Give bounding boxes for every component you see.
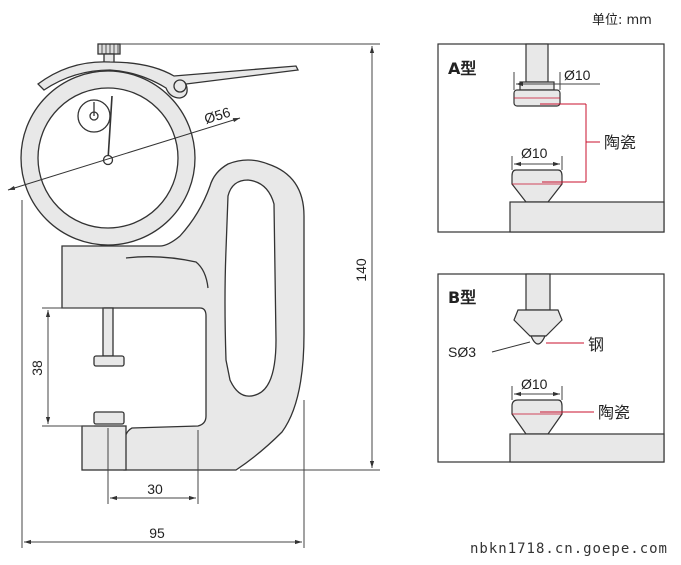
frame-window xyxy=(224,179,277,397)
spindle xyxy=(102,307,114,357)
a-base-plate xyxy=(509,201,665,233)
panel-a: A型 Ø10 Ø10 陶瓷 xyxy=(437,43,665,233)
anvil-base xyxy=(81,425,127,471)
a-ceramic-label: 陶瓷 xyxy=(604,133,636,152)
panel-a-title: A型 xyxy=(448,59,476,78)
a-upper-stem xyxy=(525,43,549,83)
frame-contour xyxy=(125,256,209,289)
top-knob xyxy=(97,43,121,55)
dial-diameter-label: Ø56 xyxy=(202,104,232,127)
b-steel-label: 钢 xyxy=(588,335,604,354)
b-upper-cone xyxy=(513,309,563,337)
footer-watermark: nbkn1718.cn.goepe.com xyxy=(470,541,668,557)
throat-dim-label: 30 xyxy=(147,481,163,497)
panel-b-title: B型 xyxy=(448,288,476,307)
b-lower-dia-label: Ø10 xyxy=(521,376,548,392)
a-lower-dia-label: Ø10 xyxy=(521,145,548,161)
b-ball-label: SØ3 xyxy=(448,344,476,360)
unit-label: 单位: mm xyxy=(592,13,652,28)
b-base-plate xyxy=(509,433,665,463)
a-ceramic-leader xyxy=(540,103,600,183)
a-upper-dia-label: Ø10 xyxy=(564,67,591,83)
jaw-depth-dim xyxy=(42,307,104,427)
jaw-depth-label: 38 xyxy=(29,360,45,376)
b-steel-ball xyxy=(530,335,546,345)
height-dim-label: 140 xyxy=(353,258,369,282)
width-dim-label: 95 xyxy=(149,525,165,541)
panel-b: B型 SØ3 钢 Ø10 陶瓷 xyxy=(437,273,665,463)
dial-diameter-dim: Ø56 xyxy=(7,104,241,191)
height-dim xyxy=(120,43,380,471)
gauge-main-view xyxy=(20,43,305,471)
lever-pivot xyxy=(173,79,187,93)
a-upper-collar xyxy=(519,81,555,91)
lift-lever xyxy=(37,61,299,99)
b-upper-stem xyxy=(525,273,551,311)
b-ceramic-label: 陶瓷 xyxy=(598,403,630,422)
lower-contact xyxy=(93,411,125,425)
width-dim xyxy=(21,200,305,548)
throat-dim xyxy=(107,428,199,504)
upper-contact xyxy=(93,355,125,367)
knob-knurl xyxy=(101,44,119,54)
